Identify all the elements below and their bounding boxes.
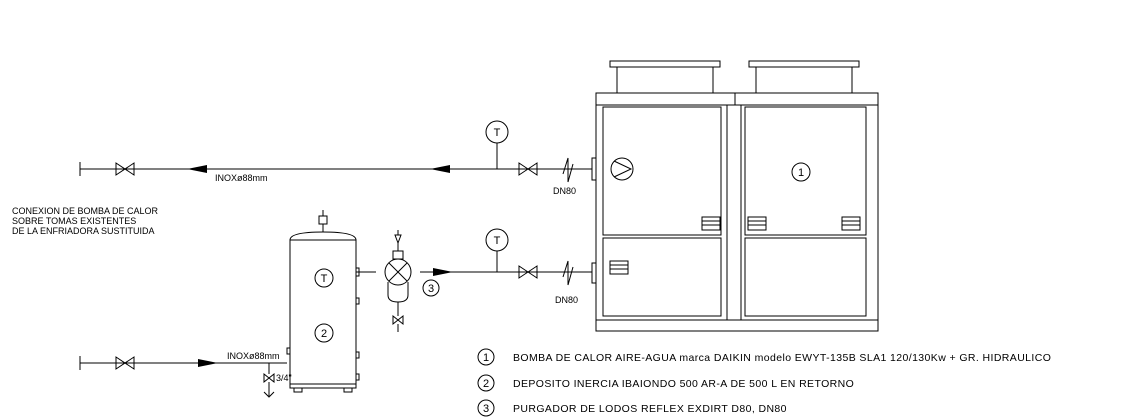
vent-grille bbox=[609, 260, 629, 275]
pump-icon bbox=[610, 157, 634, 181]
vent-grille bbox=[841, 216, 861, 231]
svg-text:DN80: DN80 bbox=[555, 295, 578, 305]
svg-text:T: T bbox=[321, 273, 328, 285]
legend: 1 BOMBA DE CALOR AIRE-AGUA marca DAIKIN … bbox=[477, 348, 1051, 417]
tank-number-marker: 2 bbox=[314, 323, 334, 343]
svg-text:DEPOSITO INERCIA IBAIONDO 500: DEPOSITO INERCIA IBAIONDO 500 AR-A DE 50… bbox=[513, 378, 854, 390]
heat-pump-unit: 1 bbox=[591, 60, 879, 332]
svg-text:3: 3 bbox=[428, 283, 434, 295]
svg-text:3/4": 3/4" bbox=[276, 373, 292, 383]
valve-icon bbox=[518, 265, 538, 279]
return-pipe-lower: INOXø88mm 3/4" bbox=[79, 351, 292, 398]
heat-pump-marker: 1 bbox=[791, 162, 811, 182]
legend-item: 1 BOMBA DE CALOR AIRE-AGUA marca DAIKIN … bbox=[477, 348, 1051, 366]
svg-text:T: T bbox=[494, 235, 501, 247]
svg-text:PURGADOR DE LODOS REFLEX EXDIR: PURGADOR DE LODOS REFLEX EXDIRT D80, DN8… bbox=[513, 403, 787, 415]
svg-text:BOMBA DE CALOR AIRE-AGUA marca: BOMBA DE CALOR AIRE-AGUA marca DAIKIN mo… bbox=[513, 352, 1051, 364]
svg-text:DE LA ENFRIADORA SUSTITUIDA: DE LA ENFRIADORA SUSTITUIDA bbox=[12, 226, 155, 236]
vent-grille bbox=[747, 216, 767, 231]
fan-right bbox=[748, 60, 860, 94]
valve-icon bbox=[115, 356, 135, 370]
inertia-tank: T 2 bbox=[286, 210, 360, 393]
svg-text:INOXø88mm: INOXø88mm bbox=[215, 173, 268, 183]
svg-text:SOBRE TOMAS EXISTENTES: SOBRE TOMAS EXISTENTES bbox=[12, 216, 136, 226]
legend-item: 3 PURGADOR DE LODOS REFLEX EXDIRT D80, D… bbox=[477, 399, 787, 417]
svg-text:3: 3 bbox=[483, 403, 489, 415]
return-pipe-upper: T DN80 bbox=[356, 228, 592, 305]
dirt-separator: 3 bbox=[384, 230, 440, 332]
legend-item: 2 DEPOSITO INERCIA IBAIONDO 500 AR-A DE … bbox=[477, 374, 854, 392]
svg-text:2: 2 bbox=[321, 328, 327, 340]
svg-text:INOXø88mm: INOXø88mm bbox=[227, 351, 280, 361]
svg-text:1: 1 bbox=[798, 167, 804, 179]
fan-left bbox=[609, 60, 721, 94]
valve-icon bbox=[518, 162, 538, 176]
svg-text:T: T bbox=[494, 127, 501, 139]
svg-text:2: 2 bbox=[483, 378, 489, 390]
tank-sensor-marker: T bbox=[314, 268, 334, 288]
connection-note: CONEXION DE BOMBA DE CALOR SOBRE TOMAS E… bbox=[12, 206, 159, 236]
supply-pipe: T INOXø88mm DN80 bbox=[79, 120, 592, 196]
vent-grille bbox=[701, 216, 721, 231]
svg-text:DN80: DN80 bbox=[553, 186, 576, 196]
svg-text:CONEXION DE BOMBA DE CALOR: CONEXION DE BOMBA DE CALOR bbox=[12, 206, 159, 216]
temperature-sensor-icon: T bbox=[485, 228, 509, 272]
temperature-sensor-icon: T bbox=[485, 120, 509, 169]
svg-text:1: 1 bbox=[483, 352, 489, 364]
valve-icon bbox=[115, 162, 135, 176]
